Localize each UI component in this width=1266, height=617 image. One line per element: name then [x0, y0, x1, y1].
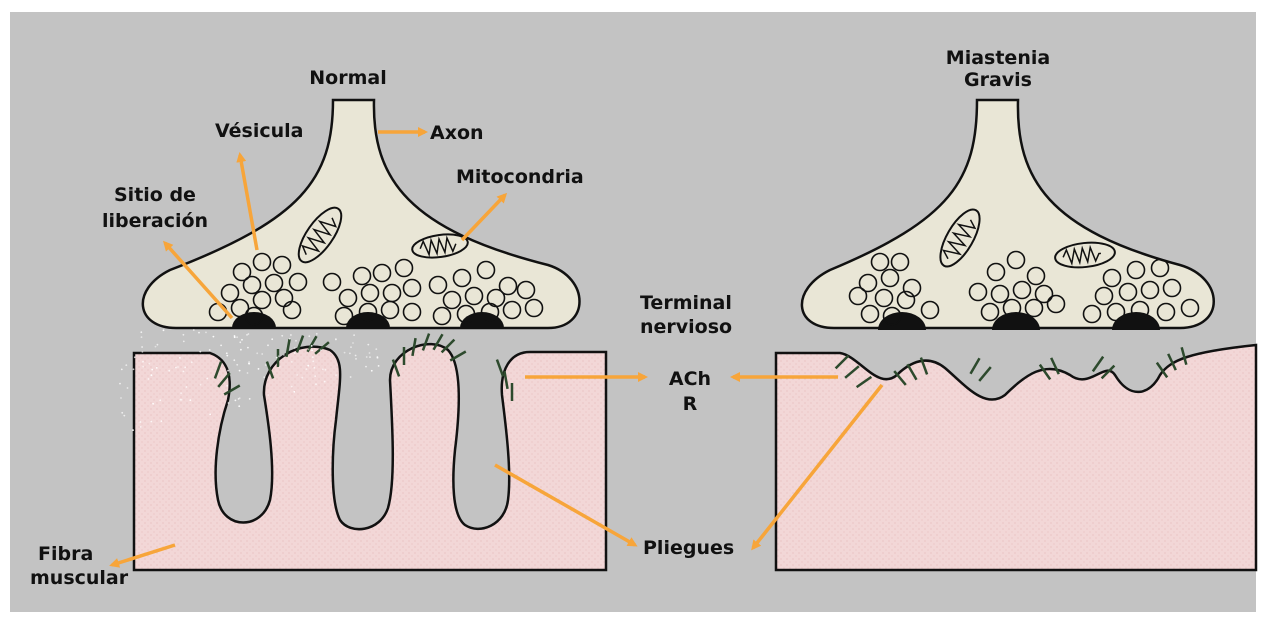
label-terminal-1: Terminal	[640, 292, 732, 314]
label-mitocondria: Mitocondria	[456, 166, 584, 188]
label-axon: Axon	[430, 122, 484, 144]
label-r: R	[683, 393, 698, 415]
label-sitio-2: liberación	[102, 210, 208, 232]
label-muscular: muscular	[30, 567, 129, 589]
label-normal: Normal	[309, 67, 386, 89]
label-sitio-1: Sitio de	[114, 184, 196, 206]
label-terminal-2: nervioso	[640, 316, 732, 338]
label-ach: ACh	[669, 368, 711, 390]
label-miastenia: Miastenia	[946, 47, 1050, 69]
label-gravis: Gravis	[964, 69, 1032, 91]
label-fibra: Fibra	[38, 543, 93, 565]
label-pliegues: Pliegues	[643, 537, 734, 559]
label-vesicula: Vésicula	[215, 120, 304, 142]
